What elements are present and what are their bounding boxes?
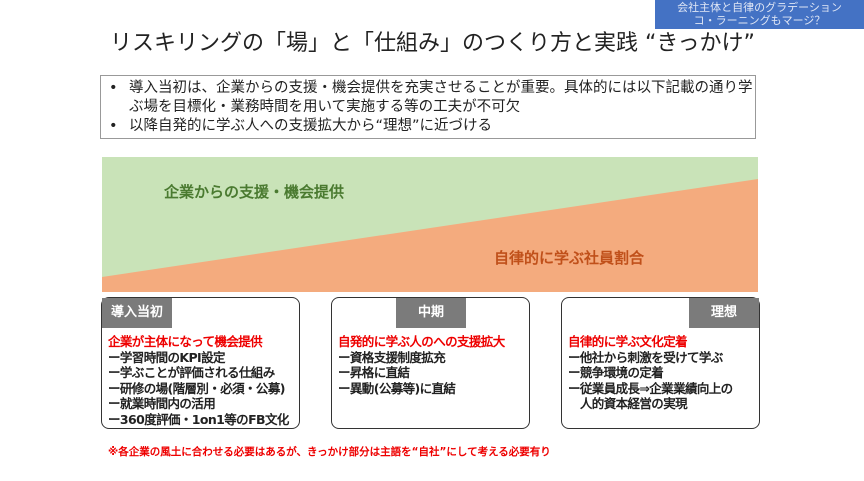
topic-badge: 会社主体と自律のグラデーション コ・ラーニングもマージ？	[655, 0, 864, 29]
bullet-item: • 以降自発的に学ぶ人への支援拡大から“理想”に近づける	[109, 117, 755, 136]
phase-item: ー360度評価・1on1等のFB文化	[108, 411, 289, 427]
phase-item: ー研修の場(階層別・必須・公募)	[108, 380, 285, 396]
phase-label: 導入当初	[102, 298, 172, 328]
phase-label: 理想	[689, 298, 759, 328]
phase-item: ー学ぶことが評価される仕組み	[108, 365, 275, 380]
support-autonomy-diagram: 企業からの支援・機会提供 自律的に学ぶ社員割合	[102, 157, 758, 292]
slide-title: リスキリングの「場」と「仕組み」のつくり方と実践 “きっかけ”	[110, 31, 755, 56]
phase-ideal: 理想 自律的に学ぶ文化定着 ー他社から刺激を受けて学ぶ ー競争環境の定着 ー従業…	[561, 297, 760, 429]
footnote: ※各企業の風土に合わせる必要はあるが、きっかけ部分は主語を“自社”にして考える必…	[108, 446, 551, 458]
phase-item: ー他社から刺激を受けて学ぶ	[568, 349, 723, 365]
phase-item: ー競争環境の定着	[568, 365, 664, 380]
autonomy-area	[102, 179, 758, 292]
phase-item: ー従業員成長⇒企業業績向上の 人的資本経営の実現	[568, 380, 733, 412]
autonomy-label: 自律的に学ぶ社員割合	[494, 249, 645, 267]
phase-middle: 中期 自発的に学ぶ人のへの支援拡大 ー資格支援制度拡充 ー昇格に直結 ー異動(公…	[331, 297, 530, 429]
phase-label: 中期	[396, 298, 466, 328]
phase-heading: 企業が主体になって機会提供	[108, 334, 263, 349]
phase-initial: 導入当初 企業が主体になって機会提供 ー学習時間のKPI設定 ー学ぶことが評価さ…	[101, 297, 300, 429]
phase-heading: 自発的に学ぶ人のへの支援拡大	[338, 334, 505, 349]
phase-item: ー異動(公募等)に直結	[338, 380, 456, 396]
bullet-glyph: •	[109, 118, 118, 134]
badge-line-2: コ・ラーニングもマージ？	[693, 14, 826, 27]
phase-heading: 自律的に学ぶ文化定着	[568, 334, 688, 349]
phase-item: ー学習時間のKPI設定	[108, 349, 226, 365]
badge-line-1: 会社主体と自律のグラデーション	[677, 1, 842, 14]
summary-box: • 導入当初は、企業からの支援・機会提供を充実させることが重要。具体的には以下記載…	[100, 75, 756, 139]
phase-item: ー資格支援制度拡充	[338, 349, 446, 365]
bullet-item: • 導入当初は、企業からの支援・機会提供を充実させることが重要。具体的には以下記載…	[109, 79, 755, 117]
phase-item: ー昇格に直結	[338, 365, 410, 380]
bullet-text: 以降自発的に学ぶ人への支援拡大から“理想”に近づける	[129, 118, 493, 134]
phase-item: ー就業時間内の活用	[108, 396, 216, 411]
bullet-glyph: •	[109, 80, 118, 96]
bullet-text: 導入当初は、企業からの支援・機会提供を充実させることが重要。具体的には以下記載の…	[129, 80, 753, 115]
support-label: 企業からの支援・機会提供	[164, 183, 345, 201]
